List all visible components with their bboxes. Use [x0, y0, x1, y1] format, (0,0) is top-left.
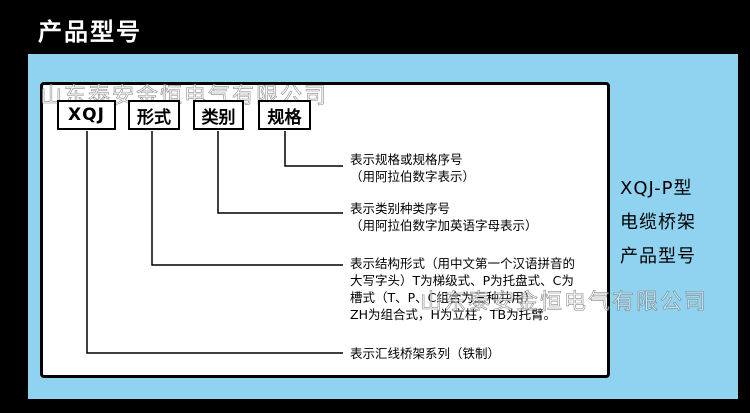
desc-material: 表示汇线桥架系列（铁制）: [350, 346, 501, 361]
side-caption-line-2: 电缆桥架: [620, 212, 696, 233]
desc-spec: 表示规格或规格序号 （用阿拉伯数字表示）: [350, 151, 475, 185]
code-box-category: 类别: [193, 100, 244, 130]
side-caption-line-3: 产品型号: [620, 246, 696, 267]
connector-spec: [284, 131, 343, 167]
desc-spec-line-1: 表示规格或规格序号: [350, 152, 463, 167]
side-caption: XQJ-P型 电缆桥架 产品型号: [620, 172, 696, 274]
code-box-spec: 规格: [258, 100, 311, 130]
desc-category-line-1: 表示类别种类序号: [350, 201, 451, 216]
code-box-form: 形式: [128, 100, 180, 130]
code-box-xqj: XQJ: [57, 100, 116, 130]
connector-xqj: [86, 131, 343, 354]
desc-form-line-4: ZH为组合式，H为立柱，TB为托臂。: [350, 307, 557, 322]
desc-category: 表示类别种类序号 （用阿拉伯数字加英语字母表示）: [350, 200, 538, 234]
desc-spec-line-2: （用阿拉伯数字表示）: [350, 169, 476, 184]
desc-category-line-2: （用阿拉伯数字加英语字母表示）: [350, 218, 538, 233]
desc-form-line-2: 大写字头）T为梯级式、P为托盘式、C为: [350, 273, 574, 288]
page-title: 产品型号: [38, 18, 142, 46]
connector-form: [151, 131, 343, 266]
desc-form-line-1: 表示结构形式（用中文第一个汉语拼音的: [350, 256, 576, 271]
side-caption-line-1: XQJ-P型: [620, 178, 693, 199]
connector-category: [217, 131, 343, 214]
diagram-card: [40, 82, 610, 378]
desc-form: 表示结构形式（用中文第一个汉语拼音的 大写字头）T为梯级式、P为托盘式、C为 槽…: [350, 255, 575, 323]
desc-form-line-3: 槽式（T、P、C组合为三种共用）: [350, 290, 537, 305]
watermark-middle: 山东泰安金恒电气有限公司: [420, 290, 709, 316]
